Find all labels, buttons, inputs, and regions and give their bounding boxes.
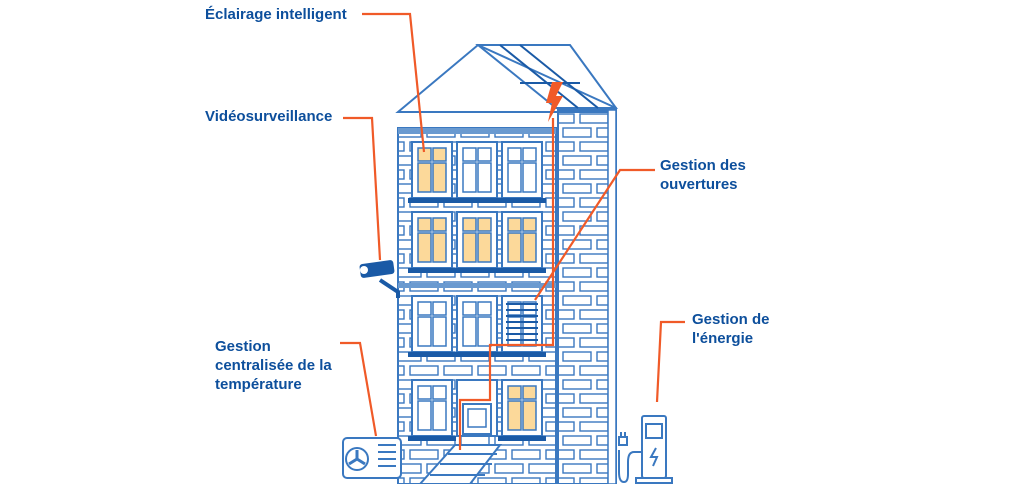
label-temperature: Gestion centralisée de la température <box>215 337 332 394</box>
security-camera-icon <box>359 260 400 298</box>
label-lighting: Éclairage intelligent <box>205 5 347 24</box>
label-text: Gestion des <box>660 157 746 174</box>
window-lit <box>408 211 456 273</box>
heat-pump-icon <box>342 437 402 479</box>
callout-lines <box>340 12 685 450</box>
lightning-icon <box>546 82 563 122</box>
label-text: ouvertures <box>660 176 738 193</box>
window-plain <box>453 295 501 357</box>
label-text: Gestion de <box>692 311 770 328</box>
window-lit <box>498 379 546 441</box>
window-lit <box>408 141 456 203</box>
windows <box>408 141 546 441</box>
label-text: l'énergie <box>692 330 754 347</box>
label-text: centralisée de la <box>215 357 332 374</box>
window-plain <box>408 295 456 357</box>
window-door <box>456 379 498 437</box>
window-plain <box>408 379 456 441</box>
roof <box>395 43 617 113</box>
window-plain <box>498 141 546 203</box>
label-openings: Gestion des ouvertures <box>660 156 746 194</box>
window-lit <box>453 211 501 273</box>
window-shutter <box>498 295 546 357</box>
ev-charger-icon <box>618 415 673 484</box>
side-tower <box>557 109 617 484</box>
label-text: Vidéosurveillance <box>205 108 333 125</box>
entrance-stairs <box>418 444 503 484</box>
label-text: Gestion <box>215 338 271 355</box>
window-lit <box>498 211 546 273</box>
label-energy: Gestion de l'énergie <box>692 310 770 348</box>
label-video: Vidéosurveillance <box>205 107 332 126</box>
power-wire <box>458 118 555 450</box>
label-text: température <box>215 376 302 393</box>
solar-panels <box>475 44 618 109</box>
window-plain <box>453 141 501 203</box>
label-text: Éclairage intelligent <box>205 6 347 23</box>
